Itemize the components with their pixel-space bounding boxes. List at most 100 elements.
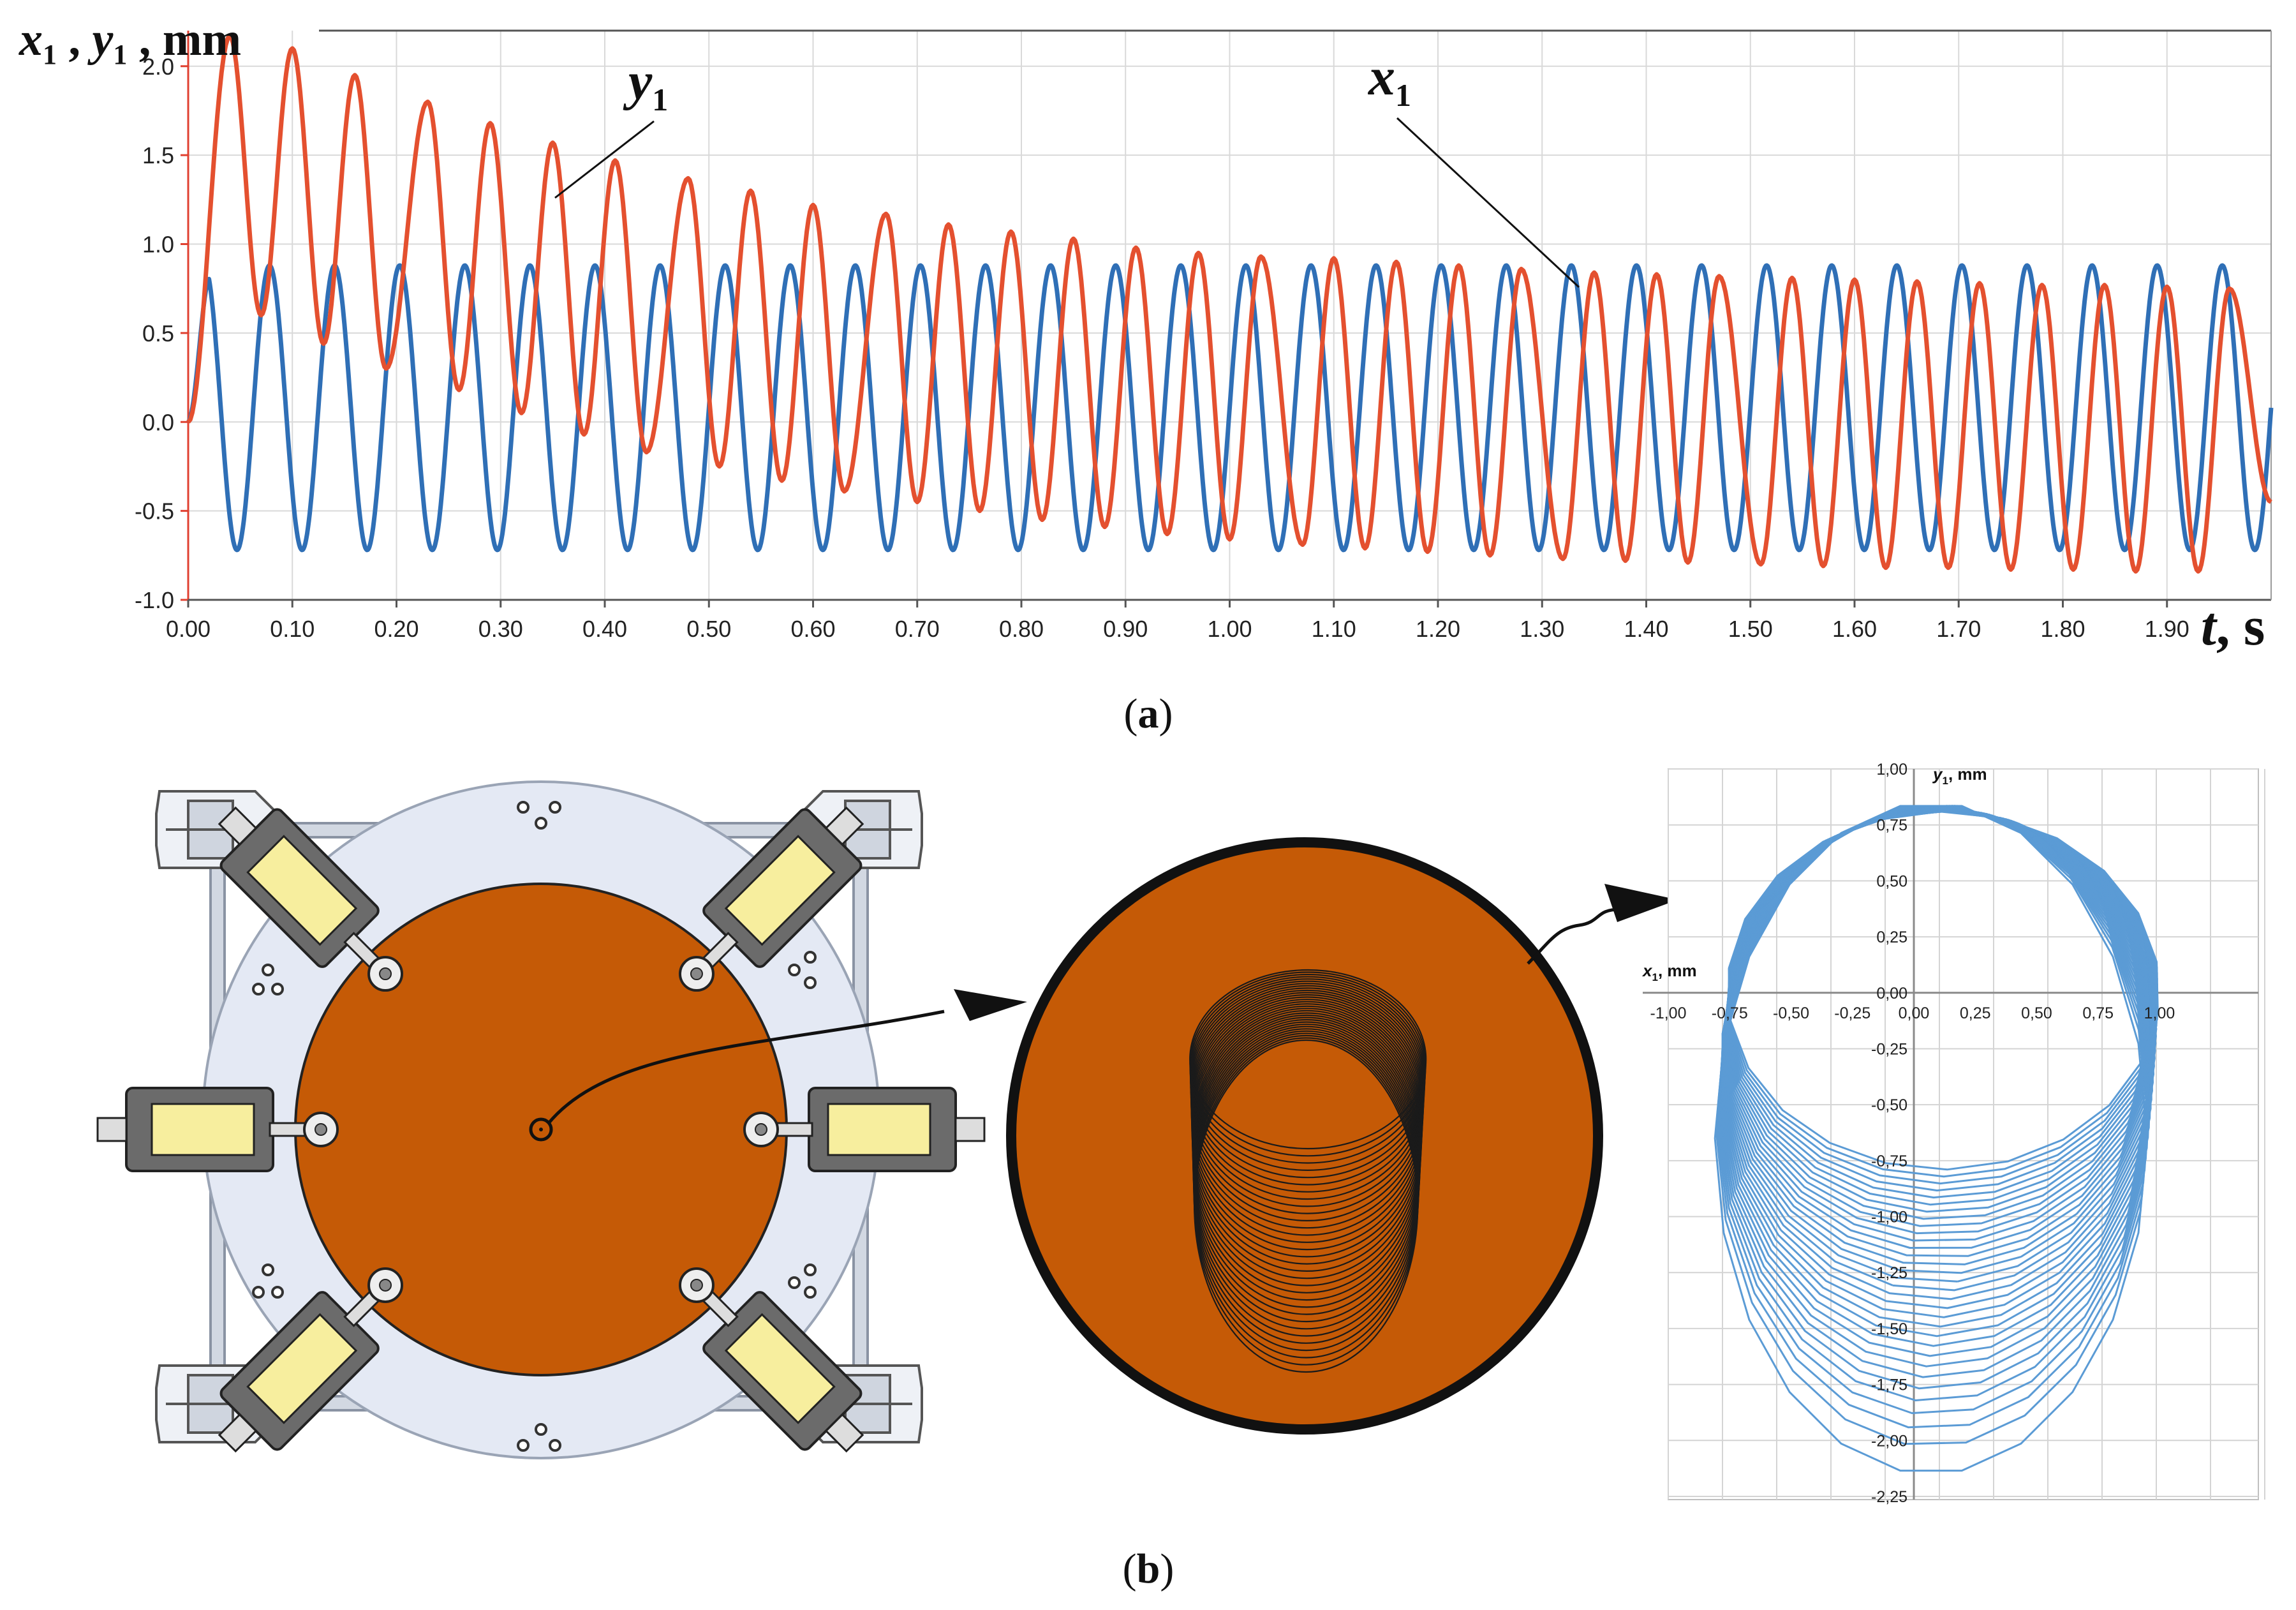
actuator-coil <box>246 1313 358 1424</box>
electromagnetic-actuators <box>96 806 986 1453</box>
time-series-panel: -1.0 -0.5 0.0 0.5 1.0 1.5 2.0 0.00 0.10 0.20 0.30… <box>19 13 2274 737</box>
vibration-device-drawing <box>96 780 1027 1459</box>
y-axis-label: x1 , y1 , mm <box>19 13 241 70</box>
zoom-view <box>1006 837 1678 1435</box>
trajectory-loop <box>1714 805 2149 1472</box>
trajectory-loop <box>1728 810 2159 1171</box>
center-point <box>539 1128 543 1131</box>
actuator-pin <box>379 1278 392 1292</box>
zoom-loop <box>1189 969 1427 1150</box>
x-tick-label: 0.90 <box>1103 616 1148 642</box>
y1-annotation-label: y1 <box>623 52 668 117</box>
x-tick-label: 1.90 <box>2145 616 2189 642</box>
plot-b-x-axis-label: x1, mm <box>1641 961 1697 983</box>
plot-b-y-tick: -1,75 <box>1871 1376 1907 1394</box>
x-tick-label: 1.00 <box>1207 616 1252 642</box>
plot-b-trajectory <box>1714 805 2159 1472</box>
x-tick-label: 0.60 <box>790 616 835 642</box>
x-tick-label: 0.00 <box>166 616 211 642</box>
actuator <box>218 1267 404 1453</box>
actuator <box>678 1267 864 1453</box>
actuator <box>96 1087 339 1172</box>
x-tick-label: 0.30 <box>478 616 523 642</box>
caption-a: (a) <box>1124 690 1173 737</box>
x-tick-label: 1.40 <box>1624 616 1668 642</box>
zoom-arrow-head <box>954 989 1027 1021</box>
plot-b-x-tick: 0,00 <box>1899 1004 1930 1022</box>
plot-b-x-tick: -0,25 <box>1834 1004 1870 1022</box>
plot-b-x-tick: 0,75 <box>2082 1004 2114 1022</box>
actuator-pin <box>690 1278 703 1292</box>
plot-b-y-tick: 0,00 <box>1876 985 1907 1003</box>
actuator-end-cap <box>96 1117 128 1142</box>
x-tick-label: 0.50 <box>686 616 731 642</box>
plot-b-y-tick: -0,25 <box>1871 1040 1907 1058</box>
plot-b-y-tick: 0,75 <box>1876 817 1907 835</box>
actuator-coil <box>724 835 836 946</box>
plot-b-y-tick: -2,25 <box>1871 1488 1907 1506</box>
zoom-circle <box>1006 837 1603 1435</box>
actuator <box>678 806 864 992</box>
y-tick-label: 0.5 <box>142 320 174 347</box>
actuator-end-cap <box>824 806 864 846</box>
zoom-arrow <box>547 1010 945 1124</box>
trajectory-plot: -1,00 -0,75 -0,50 -0,25 0,00 0,25 0,50 0,75 1,00… <box>1123 761 2265 1592</box>
y-tick-label: 1.5 <box>142 142 174 168</box>
plot-b-x-tick: 1,00 <box>2144 1004 2175 1022</box>
plot-b-frame <box>1668 768 2259 1500</box>
plot-b-y-tick: -0,50 <box>1871 1096 1907 1114</box>
y-tick-label: 0.0 <box>142 409 174 435</box>
plot-b-tick-labels: -1,00 -0,75 -0,50 -0,25 0,00 0,25 0,50 0,75 1,00… <box>1650 761 2175 1506</box>
x-tick-label: 1.20 <box>1416 616 1460 642</box>
actuator-coil <box>827 1103 931 1156</box>
x-tick-label: 0.40 <box>582 616 627 642</box>
plot-b-x-tick: 0,50 <box>2021 1004 2052 1022</box>
zoom-trajectory <box>1189 969 1427 1373</box>
actuator-end-cap <box>954 1117 986 1142</box>
x-tick-label: 0.70 <box>895 616 940 642</box>
x-tick-label: 1.80 <box>2040 616 2085 642</box>
plot-b-y-tick: -1,00 <box>1871 1209 1907 1226</box>
plot-b-y-tick: 0,50 <box>1876 872 1907 890</box>
actuator-end-cap <box>218 1413 258 1453</box>
y-tick-label: 2.0 <box>142 54 174 80</box>
plot-b-x-tick: 0,25 <box>1960 1004 1991 1022</box>
y1-annotation-leader <box>554 120 655 199</box>
plot-b-x-tick: -0,50 <box>1773 1004 1809 1022</box>
plot-b-y-axis-label: y1, mm <box>1932 764 1987 787</box>
actuator-coil <box>151 1103 255 1156</box>
x-tick-label: 0.80 <box>999 616 1044 642</box>
actuator <box>218 806 404 992</box>
plot-b-y-tick: -0,75 <box>1871 1152 1907 1170</box>
actuator-end-cap <box>218 806 258 846</box>
actuator-pin <box>315 1123 327 1136</box>
actuator-coil <box>246 835 358 946</box>
series-y1-line <box>186 33 2272 574</box>
x-tick-labels: 0.00 0.10 0.20 0.30 0.40 0.50 0.60 0.70 0.80 0.90… <box>166 600 2189 642</box>
actuator-pin <box>379 967 392 981</box>
y-tick-label: -1.0 <box>135 587 174 613</box>
actuator-pin <box>690 967 703 981</box>
x-tick-label: 1.70 <box>1936 616 1981 642</box>
plot-b-y-tick: -1,25 <box>1871 1264 1907 1282</box>
x-tick-label: 0.10 <box>270 616 315 642</box>
actuator-end-cap <box>824 1413 864 1453</box>
ring-bolts <box>252 801 817 1452</box>
plot-b-y-tick: 1,00 <box>1876 761 1907 779</box>
actuator <box>743 1087 986 1172</box>
caption-b: (b) <box>1123 1546 1174 1592</box>
plot-b-x-tick: -0,75 <box>1712 1004 1748 1022</box>
plot-b-x-tick: -1,00 <box>1650 1004 1687 1022</box>
center-marker <box>529 1117 553 1142</box>
y-tick-label: 1.0 <box>142 232 174 258</box>
actuator-pin <box>755 1123 767 1136</box>
y-tick-label: -0.5 <box>135 498 174 525</box>
zoom-to-plot-arrow <box>1527 907 1621 965</box>
x-tick-label: 0.20 <box>374 616 418 642</box>
x-tick-label: 1.60 <box>1832 616 1877 642</box>
x-axis-label: t, s <box>2201 595 2265 657</box>
x-tick-label: 1.30 <box>1520 616 1564 642</box>
x-tick-label: 1.10 <box>1312 616 1356 642</box>
y-tick-labels: -1.0 -0.5 0.0 0.5 1.0 1.5 2.0 <box>135 54 188 613</box>
